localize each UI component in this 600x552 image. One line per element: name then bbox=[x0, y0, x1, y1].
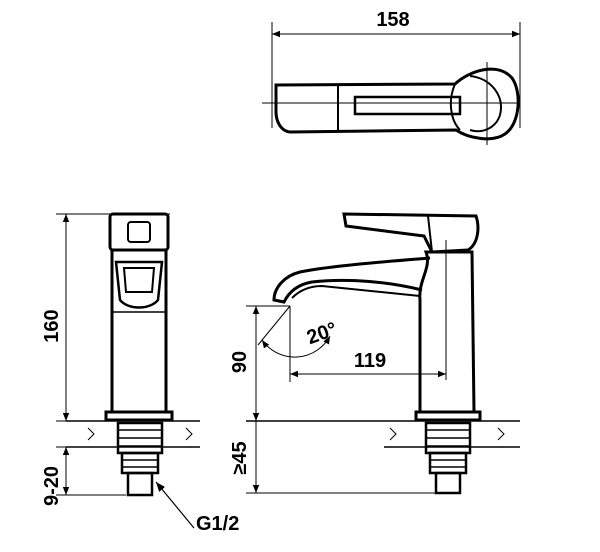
side-spout-opening bbox=[114, 260, 164, 309]
top-view-handle-slot bbox=[353, 95, 462, 116]
counter-range-label: 9-20 bbox=[41, 466, 63, 506]
top-view-outline bbox=[274, 67, 520, 141]
front-view: 119 20° 90 ≥45 bbox=[229, 212, 520, 495]
thread-label: G1/2 bbox=[196, 513, 239, 535]
side-view: 160 9-20 G1/2 bbox=[41, 212, 239, 535]
side-base-flange bbox=[104, 410, 174, 422]
front-shank bbox=[428, 451, 468, 475]
top-width-label: 158 bbox=[376, 9, 409, 31]
front-handle-lever bbox=[342, 212, 480, 254]
front-thread-end bbox=[434, 471, 462, 495]
spout-angle-arc bbox=[261, 335, 331, 358]
side-shank bbox=[120, 451, 160, 475]
side-handle-head bbox=[108, 212, 170, 252]
max-counter-label: ≥45 bbox=[229, 441, 251, 474]
spout-reach-label: 119 bbox=[354, 350, 386, 372]
front-base-flange bbox=[414, 410, 482, 422]
front-body bbox=[418, 250, 476, 414]
top-view: 158 bbox=[262, 9, 521, 145]
height-label: 160 bbox=[41, 309, 63, 342]
side-body bbox=[110, 250, 168, 414]
side-thread-end bbox=[126, 471, 154, 497]
spout-height-label: 90 bbox=[229, 351, 251, 373]
spout-angle-label: 20° bbox=[304, 318, 340, 349]
front-spout bbox=[272, 256, 431, 304]
